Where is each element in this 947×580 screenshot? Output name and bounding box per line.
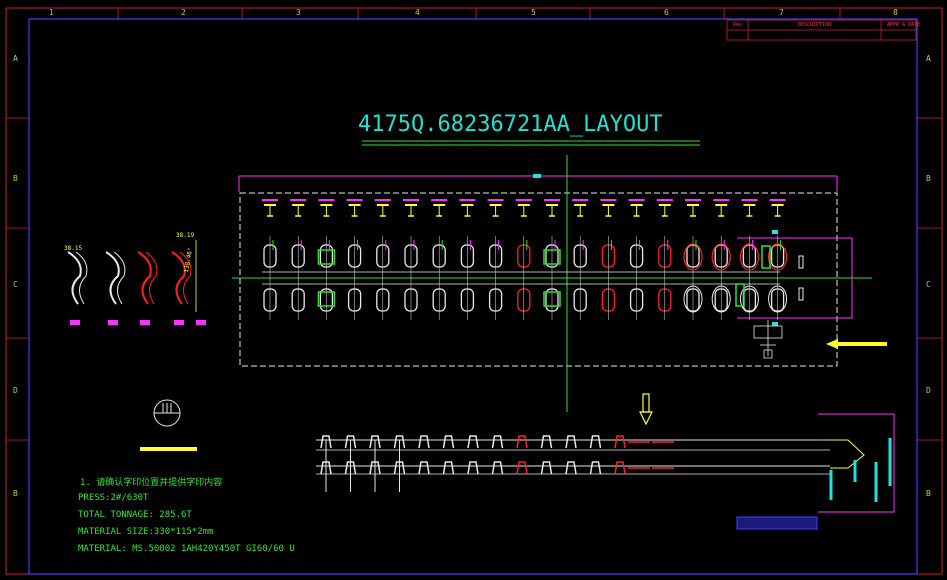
title-block <box>726 19 917 41</box>
column-label: 1 <box>49 8 54 17</box>
lower-station <box>614 435 626 449</box>
row-label-right: D <box>926 386 931 395</box>
lower-station <box>344 435 357 449</box>
row-label-left: A <box>13 54 18 63</box>
lower-station <box>540 461 553 475</box>
lower-station <box>467 461 479 475</box>
lower-station <box>369 435 381 449</box>
cyan-mark <box>772 322 778 326</box>
station-ellipse <box>711 285 731 313</box>
row-label-right: B <box>926 174 931 183</box>
slot <box>798 255 804 269</box>
part-profiles <box>67 240 206 325</box>
lower-station <box>442 461 455 475</box>
part-profile-inner <box>179 251 192 305</box>
part-profile-inner <box>75 251 88 305</box>
note-line-2: PRESS:2#/630T <box>78 493 149 503</box>
part-profile <box>105 251 120 305</box>
column-label: 6 <box>664 8 669 17</box>
station-ellipse <box>768 285 788 313</box>
part-profile-inner <box>145 251 158 305</box>
part-base <box>108 320 118 325</box>
drawing-title[interactable]: 4175Q.68236721AA_LAYOUT <box>358 112 663 137</box>
station-ellipse <box>711 243 731 271</box>
column-label: 3 <box>296 8 301 17</box>
lower-station <box>540 435 553 449</box>
part-profile-inner <box>113 251 126 305</box>
trim-green <box>761 245 771 269</box>
station-ellipse <box>683 285 703 313</box>
sensor-detail <box>753 320 783 359</box>
lower-station <box>565 461 577 475</box>
lower-station <box>442 435 455 449</box>
column-label: 7 <box>779 8 784 17</box>
row-label-left: D <box>13 386 18 395</box>
cyan-mark <box>772 230 778 234</box>
note-line-3: TOTAL TONNAGE: 285.6T <box>78 510 192 520</box>
row-label-right: C <box>926 280 931 289</box>
station-ellipse <box>739 243 760 271</box>
trim-green <box>735 283 745 307</box>
lower-cyan-bars <box>829 438 892 502</box>
station-green <box>317 249 336 265</box>
pilot-markers <box>262 199 786 217</box>
lower-station <box>589 435 602 449</box>
station-ellipse <box>767 243 788 271</box>
station-ellipse <box>739 285 759 313</box>
slot <box>798 287 804 301</box>
inner-border <box>28 18 918 575</box>
part-profile <box>171 251 186 305</box>
part-profile <box>67 251 82 305</box>
row-label-left: C <box>13 280 18 289</box>
feed-arrow-right <box>826 339 887 349</box>
lower-station <box>418 435 430 449</box>
lower-station <box>491 435 504 449</box>
part-profile <box>137 251 152 305</box>
outer-frame <box>5 7 943 575</box>
station-row <box>262 230 804 326</box>
lower-station <box>320 435 332 449</box>
column-label: 8 <box>893 8 898 17</box>
title-block-appr: APPR & DATE <box>887 22 921 28</box>
row-label-right: B <box>926 489 931 498</box>
projection-symbol <box>140 399 197 451</box>
feed-arrow-down <box>639 393 653 426</box>
title-block-rev: Rev <box>733 22 743 28</box>
part-base <box>174 320 184 325</box>
note-line-1: 1. 请确认字印位置并提供字印内容 <box>80 478 223 488</box>
lower-station <box>491 461 504 475</box>
frame-ticks <box>6 8 942 441</box>
part-base <box>70 320 80 325</box>
row-label-left: B <box>13 174 18 183</box>
column-label: 4 <box>415 8 420 17</box>
note-line-5: MATERIAL: MS.50002 1AH420Y450T GI60/60 U <box>78 544 295 554</box>
lower-strip <box>316 413 895 530</box>
row-label-right: A <box>926 54 931 63</box>
lower-station <box>467 435 479 449</box>
title-block-description: DESCRIPTION <box>798 22 832 28</box>
part-base <box>196 320 206 325</box>
column-label: 5 <box>531 8 536 17</box>
column-label: 2 <box>181 8 186 17</box>
lower-station <box>393 435 406 449</box>
part-label-2: 38.19 <box>176 232 195 239</box>
row-label-left: B <box>13 489 18 498</box>
lower-station <box>418 461 430 475</box>
lower-station <box>565 435 577 449</box>
station-green <box>543 291 561 307</box>
part-label-1: 38.15 <box>64 245 83 252</box>
part-base <box>140 320 150 325</box>
note-line-4: MATERIAL SIZE:330*115*2mm <box>78 527 214 537</box>
lower-station <box>516 461 528 475</box>
station-green <box>543 249 561 265</box>
station-green <box>317 291 336 307</box>
station-ellipse <box>683 243 703 271</box>
lower-station <box>516 435 528 449</box>
lower-station <box>589 461 602 475</box>
lower-station <box>614 461 626 475</box>
